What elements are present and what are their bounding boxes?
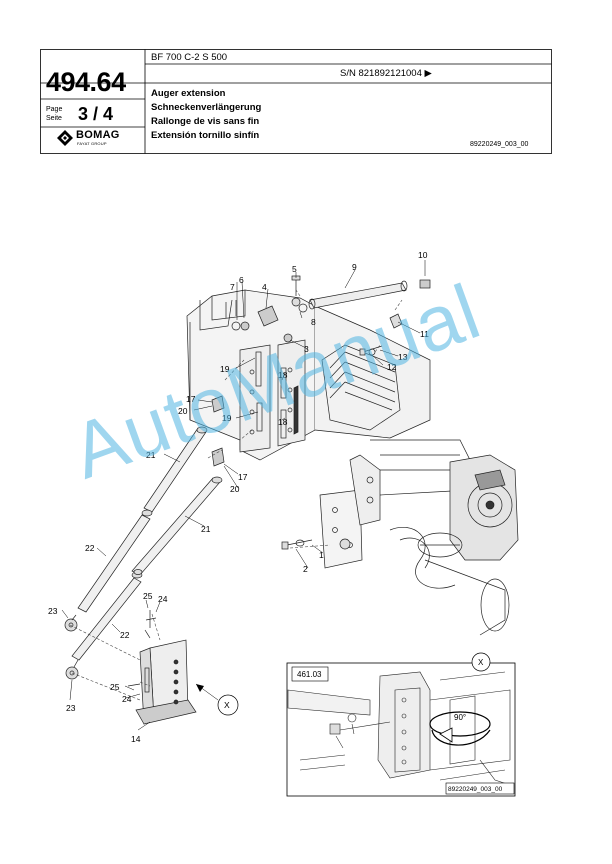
callout-25-lower: 25	[110, 682, 120, 692]
inset-view-marker: X	[478, 658, 484, 667]
callout-13: 13	[398, 352, 408, 362]
callout-18-upper: 18	[278, 370, 288, 380]
inset-document-reference: 89220249_003_00	[448, 786, 503, 793]
page-label-de: Seite	[46, 115, 62, 122]
rotation-arrow-icon	[439, 727, 453, 743]
page-label: Page Seite	[46, 105, 62, 123]
callout-23-upper: 23	[48, 606, 58, 616]
callout-2: 2	[303, 564, 308, 574]
callout-8: 8	[311, 317, 316, 327]
document-reference: 89220249_003_00	[470, 141, 529, 148]
header-frame	[40, 49, 552, 154]
callout-22-lower: 22	[120, 630, 130, 640]
callout-17-lower: 17	[238, 472, 248, 482]
callout-21-lower: 21	[201, 524, 211, 534]
callout-5: 5	[292, 264, 297, 274]
callout-22-upper: 22	[85, 543, 95, 553]
machine-model: BF 700 C-2 S 500	[151, 52, 228, 63]
callout-20-upper: 20	[178, 406, 188, 416]
callout-9: 9	[352, 262, 357, 272]
brand-subtitle: FAYAT GROUP	[77, 141, 107, 146]
callout-23-lower: 23	[66, 703, 76, 713]
callout-24-upper: 24	[158, 594, 168, 604]
callout-3: 3	[304, 344, 309, 354]
callout-6: 6	[239, 275, 244, 285]
callout-4: 4	[262, 282, 267, 292]
callout-21-upper: 21	[146, 450, 156, 460]
callout-24-lower: 24	[122, 694, 132, 704]
callout-17-upper: 17	[186, 394, 196, 404]
callout-12: 12	[387, 362, 397, 372]
bomag-logo: BOMAG FAYAT GROUP	[56, 129, 141, 149]
rotation-angle: 90°	[454, 713, 466, 722]
callout-1: 1	[319, 550, 324, 560]
callout-18-lower: 18	[278, 417, 288, 427]
callout-7: 7	[230, 282, 235, 292]
callout-14: 14	[131, 734, 141, 744]
view-marker-x: X	[224, 700, 230, 710]
page-number: 3 / 4	[78, 104, 114, 124]
brand-name: BOMAG	[76, 129, 120, 141]
callout-20-lower: 20	[230, 484, 240, 494]
title-spanish: Extensión tornillo sinfín	[151, 130, 260, 141]
callout-11: 11	[420, 329, 429, 339]
callout-19-lower: 19	[222, 413, 232, 423]
detail-view-x: 461.03 X 90° 89220249_003_00	[286, 652, 516, 797]
callout-19-upper: 19	[220, 364, 230, 374]
inset-reference-number: 461.03	[297, 670, 322, 679]
bomag-diamond-icon	[57, 130, 73, 146]
title-german: Schneckenverlängerung	[151, 102, 262, 113]
page-label-en: Page	[46, 106, 63, 113]
title-english: Auger extension	[151, 88, 226, 99]
serial-number: S/N 821892121004 ▶	[340, 68, 432, 79]
callout-10: 10	[418, 250, 428, 260]
sheet-number: 494.64	[46, 67, 126, 97]
title-french: Rallonge de vis sans fin	[151, 116, 260, 127]
callout-25-upper: 25	[143, 591, 153, 601]
parts-sheet-header: BF 700 C-2 S 500 S/N 821892121004 ▶ 494.…	[40, 49, 552, 154]
